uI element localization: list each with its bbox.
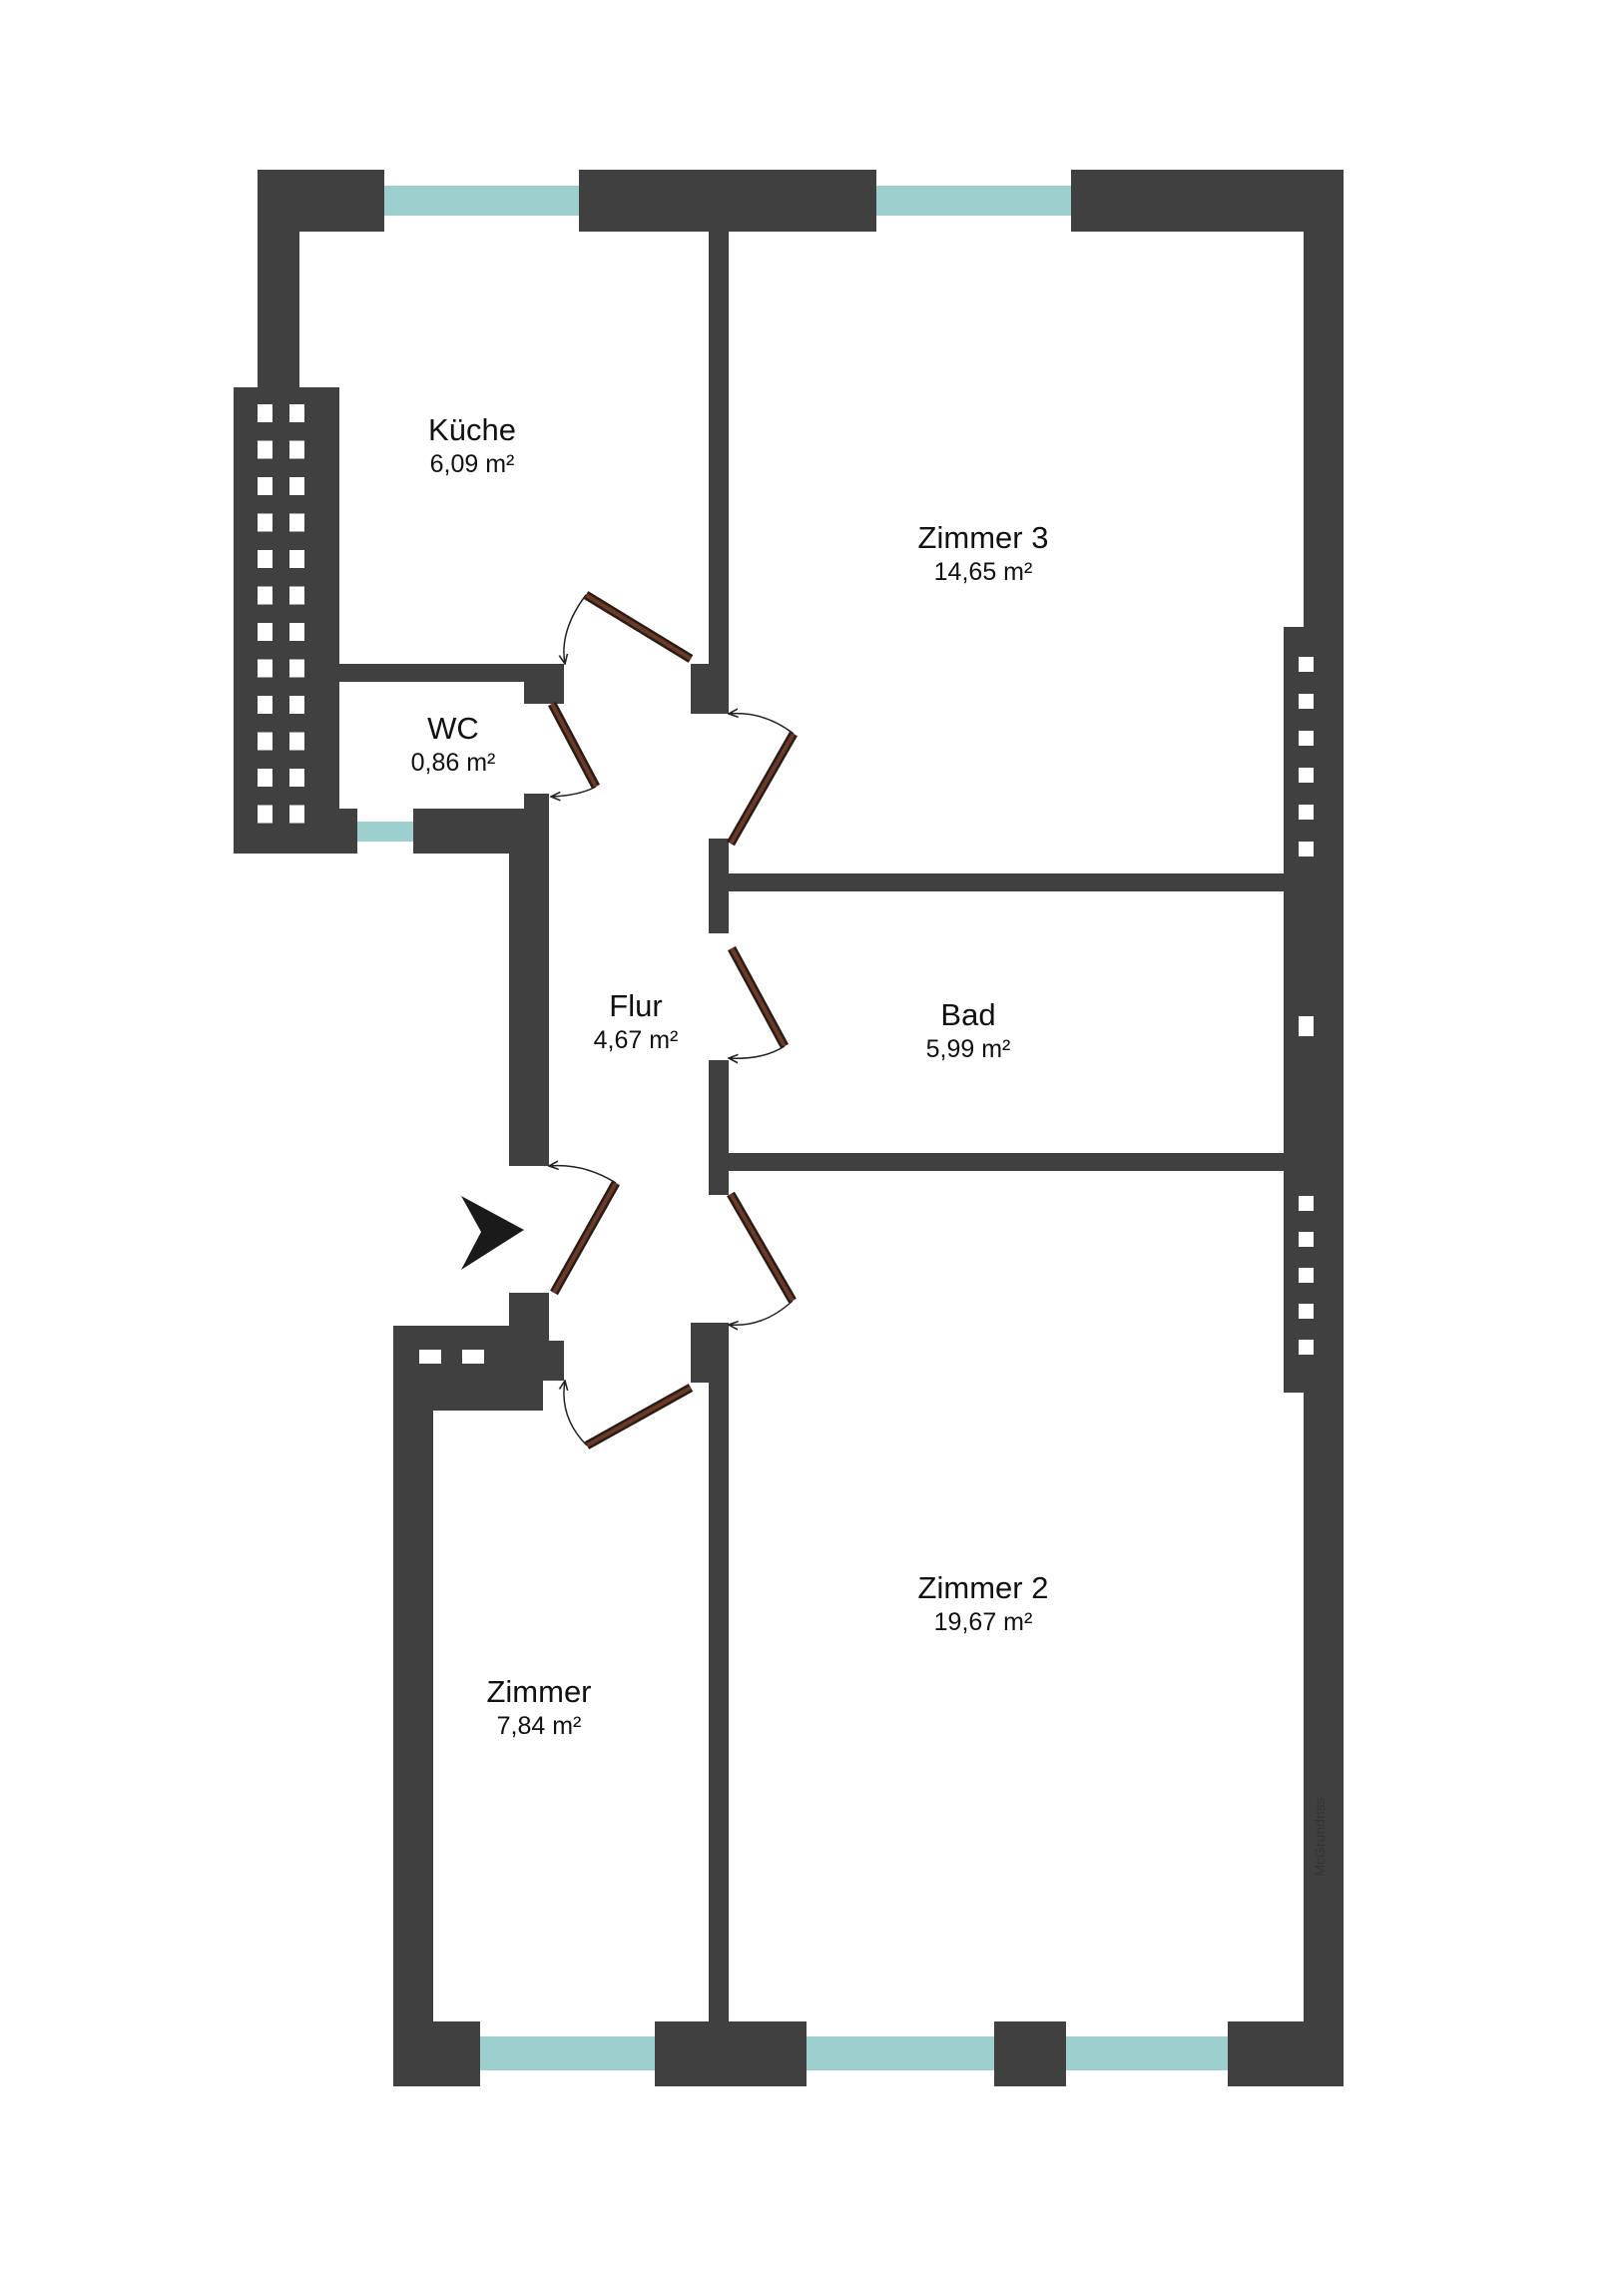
shaft-opening bbox=[1299, 805, 1314, 820]
wall-kitchen-zimmer3 bbox=[709, 232, 729, 666]
room-name-zimmer3: Zimmer 3 bbox=[918, 520, 1049, 555]
shaft-opening bbox=[258, 586, 272, 605]
shaft-opening bbox=[1299, 657, 1314, 672]
shaft-opening bbox=[258, 404, 272, 422]
wall-flur-right-2 bbox=[709, 1060, 729, 1195]
shaft-opening bbox=[258, 513, 272, 532]
wall-kitchen-door-jamb bbox=[691, 664, 729, 714]
room-name-wc: WC bbox=[427, 711, 479, 746]
window-kueche bbox=[384, 170, 579, 232]
shaft-opening bbox=[1299, 1304, 1314, 1319]
shaft-opening bbox=[1299, 1196, 1314, 1211]
shaft-opening bbox=[1299, 694, 1314, 709]
door-zimmer3 bbox=[727, 714, 798, 847]
shaft-opening bbox=[289, 586, 304, 605]
door-kueche bbox=[564, 591, 694, 664]
window-zimmer bbox=[480, 2021, 655, 2086]
shaft-opening bbox=[289, 550, 304, 568]
shaft-opening bbox=[289, 404, 304, 422]
wall-zimmer-zimmer2 bbox=[709, 1383, 729, 2021]
shaft-opening bbox=[1299, 1232, 1314, 1247]
shaft-opening bbox=[289, 696, 304, 714]
credit-label: McGrundriss bbox=[1312, 1797, 1328, 1876]
wall-wc-door-jamb-top bbox=[524, 664, 564, 704]
room-area-wc: 0,86 m² bbox=[411, 749, 496, 777]
wall-kitchen-wc bbox=[339, 664, 564, 682]
shaft-opening bbox=[462, 1350, 484, 1364]
room-area-zimmer: 7,84 m² bbox=[497, 1712, 582, 1740]
shaft-opening bbox=[289, 477, 304, 495]
wall-zimmer-left bbox=[393, 1326, 433, 2086]
window-zimmer2-left bbox=[807, 2021, 994, 2086]
shaft-opening bbox=[1299, 1340, 1314, 1355]
shaft-opening bbox=[289, 805, 304, 824]
shaft-opening bbox=[419, 1350, 441, 1364]
room-area-zimmer3: 14,65 m² bbox=[934, 558, 1033, 586]
doors bbox=[548, 591, 798, 1449]
wall-flur-right-3 bbox=[691, 1323, 729, 1383]
window-wc bbox=[357, 809, 413, 854]
shaft-opening bbox=[1299, 842, 1314, 857]
shaft-opening bbox=[258, 477, 272, 495]
window-zimmer2-right bbox=[1066, 2021, 1228, 2086]
room-name-zimmer2: Zimmer 2 bbox=[918, 1570, 1049, 1605]
door-zimmer bbox=[564, 1381, 694, 1449]
shaft-opening bbox=[289, 623, 304, 641]
shaft-opening bbox=[289, 732, 304, 751]
room-labels: Küche 6,09 m² Zimmer 3 14,65 m² WC 0,86 … bbox=[411, 412, 1049, 1740]
shaft-opening bbox=[258, 769, 272, 787]
shaft-opening bbox=[289, 513, 304, 532]
room-area-kueche: 6,09 m² bbox=[430, 450, 515, 478]
shaft-opening bbox=[1299, 1268, 1314, 1283]
window-zimmer3 bbox=[876, 170, 1071, 232]
wall-zimmer3-bad bbox=[709, 873, 1304, 891]
shaft-openings bbox=[258, 404, 1314, 1364]
shaft-opening bbox=[289, 440, 304, 459]
room-area-zimmer2: 19,67 m² bbox=[934, 1608, 1033, 1636]
room-area-bad: 5,99 m² bbox=[926, 1035, 1011, 1063]
shaft-opening bbox=[1299, 768, 1314, 783]
wall-wc-door-jamb-bottom bbox=[524, 794, 549, 816]
shaft-left bbox=[234, 387, 339, 854]
shaft-opening bbox=[1299, 1016, 1314, 1036]
room-name-flur: Flur bbox=[609, 988, 662, 1023]
door-zimmer2 bbox=[727, 1191, 797, 1325]
shaft-opening bbox=[1299, 731, 1314, 746]
windows bbox=[357, 170, 1228, 2086]
room-name-zimmer: Zimmer bbox=[486, 1674, 591, 1709]
shaft-opening bbox=[258, 732, 272, 751]
wall-zimmer-door-jamb bbox=[539, 1341, 564, 1381]
wall-flur-left bbox=[509, 809, 549, 1166]
room-area-flur: 4,67 m² bbox=[594, 1026, 679, 1054]
shaft-opening bbox=[258, 440, 272, 459]
wall-kitchen-left bbox=[258, 170, 299, 394]
door-entrance bbox=[549, 1166, 620, 1296]
shaft-opening bbox=[258, 623, 272, 641]
room-name-kueche: Küche bbox=[428, 412, 516, 447]
shaft-opening bbox=[258, 659, 272, 678]
shaft-opening bbox=[289, 659, 304, 678]
door-bad bbox=[729, 945, 789, 1058]
entrance-arrow-icon bbox=[461, 1196, 524, 1270]
room-name-bad: Bad bbox=[940, 997, 995, 1032]
walls bbox=[234, 170, 1344, 2086]
shaft-opening bbox=[258, 550, 272, 568]
shaft-opening bbox=[258, 805, 272, 824]
shaft-opening bbox=[258, 696, 272, 714]
wall-bad-zimmer2 bbox=[709, 1153, 1304, 1171]
door-wc bbox=[548, 701, 600, 797]
shaft-opening bbox=[289, 769, 304, 787]
